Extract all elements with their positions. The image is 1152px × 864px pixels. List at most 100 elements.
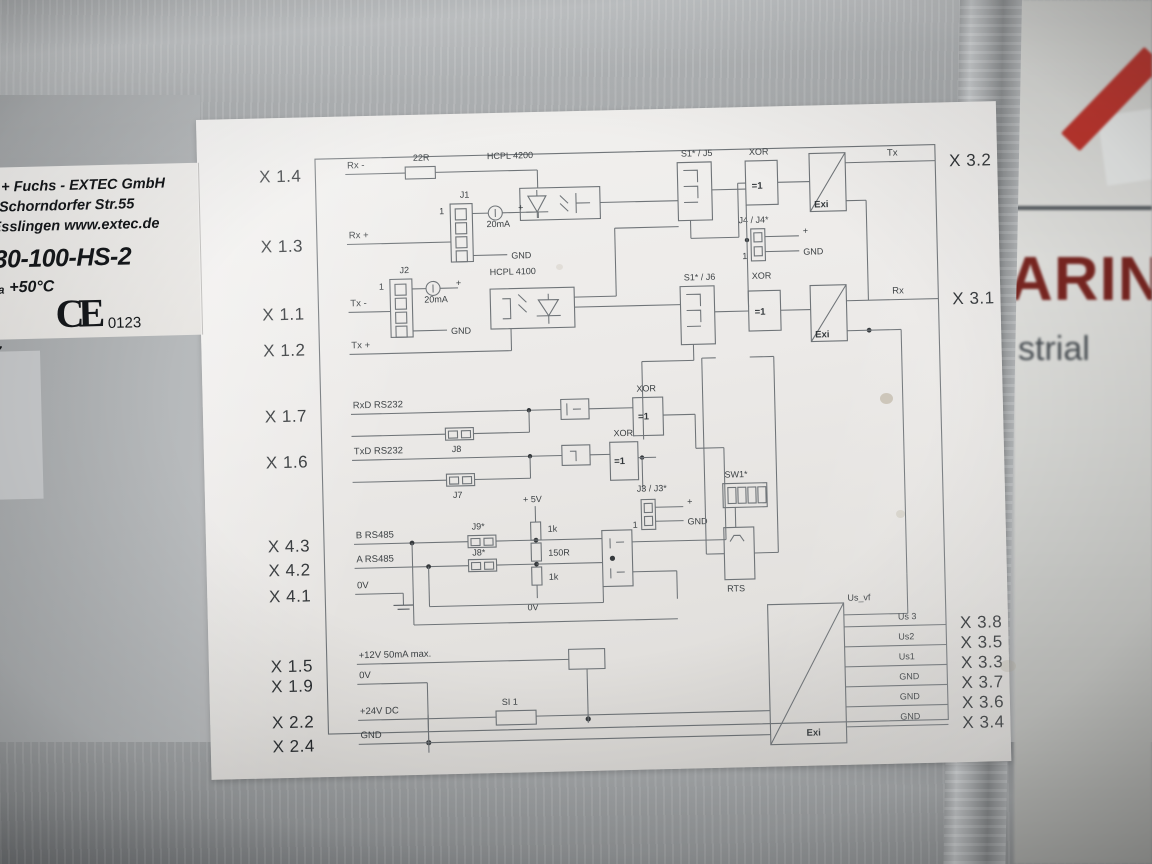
sw1-rts-group: SW1* RTS [695,355,779,594]
jumper-j4-group: J4 / J4* 1 + GND [738,205,824,308]
ce-mark-icon: CE [55,290,100,337]
signal-rx-minus: Rx - [347,160,365,171]
terminal-x3-8: X 3.8 [960,612,1003,632]
street-line: Schorndorfer Str.55 [0,196,135,216]
jumper-j4-gnd: GND [803,246,824,256]
jumper-j1-group: J1 1 + 20mA GND Rx + [346,190,539,263]
dip-switch-body [722,482,768,509]
fuse-si1 [495,709,537,726]
output-us2-label: Us2 [898,631,914,641]
terminal-x1-4: X 1.4 [259,167,302,187]
jumper-j8s-label: J8* [472,547,486,557]
exi-power-label: Exi [806,727,821,738]
signal-tx-plus: Tx + [351,340,370,351]
signal-rx-plus: Rx + [349,230,370,241]
left-terminal-labels: X 1.4 X 1.3 X 1.1 X 1.2 X 1.7 X 1.6 X 4.… [259,167,315,757]
xor-txd-body [609,441,640,481]
current-20ma-tx: 20mA [424,294,448,305]
output-gnd-x37-label: GND [899,671,920,681]
circuit-schematic: X 1.4 X 1.3 X 1.1 X 1.2 X 1.7 X 1.6 X 4.… [259,144,1005,757]
rx-minus-branch: Rx - 22R HCPL 4200 [345,150,539,188]
output-us1-label: Us1 [899,651,915,661]
gnd-j1: GND [511,250,532,260]
schematic-area: X 1.4 X 1.3 X 1.1 X 1.2 X 1.7 X 1.6 X 4.… [196,101,1011,780]
jumper-j9s-label: J9* [472,521,486,531]
signal-gnd-x24: GND [360,730,382,741]
jumper-j7-label: J7 [453,490,463,500]
exi-tx-label: Exi [814,199,829,210]
jumper-j3-gnd: GND [687,516,708,526]
resistor-22r-label: 22R [413,152,430,162]
terminal-x3-3: X 3.3 [961,652,1004,672]
fuse-si1-label: SI 1 [502,697,518,707]
resistor-1k-top [530,521,542,541]
hcpl4200-label: HCPL 4200 [487,150,533,161]
jumper-j1-pin1: 1 [439,206,444,216]
loop-plus-sign: + [518,202,523,212]
jumper-j1-header [449,202,474,263]
xor-rxd-body [632,396,665,437]
xor-tx-label: XOR [749,147,769,157]
jumper-j2-label: J2 [399,265,409,275]
notified-body-number: 0123 [107,314,142,332]
jumper-j4-header [750,228,767,262]
exi-barrier-tx: Exi Tx [808,147,936,301]
dust-speck [880,393,893,404]
city-web-line: 30 Esslingen www.extec.de [0,215,160,237]
sign-secondary-text: strial [1018,330,1090,368]
resistor-150r-label: 150R [548,547,570,558]
loop-plus-sign-2: + [456,278,461,288]
current-20ma-rx: 20mA [486,219,510,230]
jumper-j3-header [640,498,657,531]
exi-rx-label: Exi [815,329,830,340]
terminal-x4-1: X 4.1 [269,586,312,606]
terminal-x3-7: X 3.7 [961,672,1004,692]
model-number: C-30-100-HS-2 [0,242,132,275]
terminal-x3-1: X 3.1 [952,288,995,308]
signal-rxd-rs232: RxD RS232 [353,399,403,411]
terminal-x3-4: X 3.4 [962,712,1005,732]
jumper-j4-pin1: 1 [742,251,747,261]
xor-rx-label: XOR [752,270,772,280]
signal-rx-out: Rx [892,285,904,296]
terminal-x2-4: X 2.4 [272,736,315,756]
signal-tx-minus: Tx - [350,298,367,309]
terminal-x2-2: X 2.2 [272,712,315,732]
terminal-x1-2: X 1.2 [263,340,306,360]
terminal-x1-1: X 1.1 [262,304,305,324]
jumper-j3-label: J3 / J3* [637,483,668,494]
resistor-150r [530,542,543,562]
switch-s1-j5-label: S1* / J5 [681,148,713,159]
hcpl4100-label: HCPL 4100 [490,266,536,277]
xor-rx-symbol: =1 [755,307,767,318]
jumper-j2-header [389,278,414,339]
jumper-j2-pin1: 1 [379,282,384,292]
jumper-j1-label: J1 [460,190,470,200]
signal-tx-out: Tx [887,147,898,158]
rs485-section: B RS485 J9* A RS485 J8* 0V + 5V [354,494,727,626]
dust-speck [896,510,905,518]
resistor-1k-bottom-label: 1k [549,572,559,582]
output-us3-label: Us 3 [898,611,917,621]
sign-divider-rule [1014,206,1152,210]
switch-s1-j6-label: S1* / J6 [684,272,716,283]
output-gnd-x36-label: GND [900,691,921,701]
regulator-12v [568,647,606,670]
jumper-j4-plus: + [803,226,808,236]
jumper-j3-pin1: 1 [633,520,638,530]
jumper-j8-label: J8 [452,444,462,454]
terminal-x1-7: X 1.7 [265,406,308,426]
exi-power-body [767,602,848,746]
terminal-x1-3: X 1.3 [261,237,304,257]
grey-side-patch [0,350,44,500]
terminal-x1-9: X 1.9 [271,676,314,696]
resistor-1k-top-label: 1k [548,524,558,534]
power-supply-section: +12V 50mA max. 0V +24V DC SI 1 GND [356,647,771,753]
jumper-j4-label: J4 / J4* [738,215,769,226]
switch-s1-j6-body [679,285,716,346]
terminal-x3-5: X 3.5 [960,632,1003,652]
xor-tx-symbol: =1 [752,181,764,192]
jumper-j2-group: J2 1 + 20mA GND Tx - Tx + [348,265,512,355]
signal-0v-x41: 0V [357,580,370,591]
terminal-x4-2: X 4.2 [268,560,311,580]
